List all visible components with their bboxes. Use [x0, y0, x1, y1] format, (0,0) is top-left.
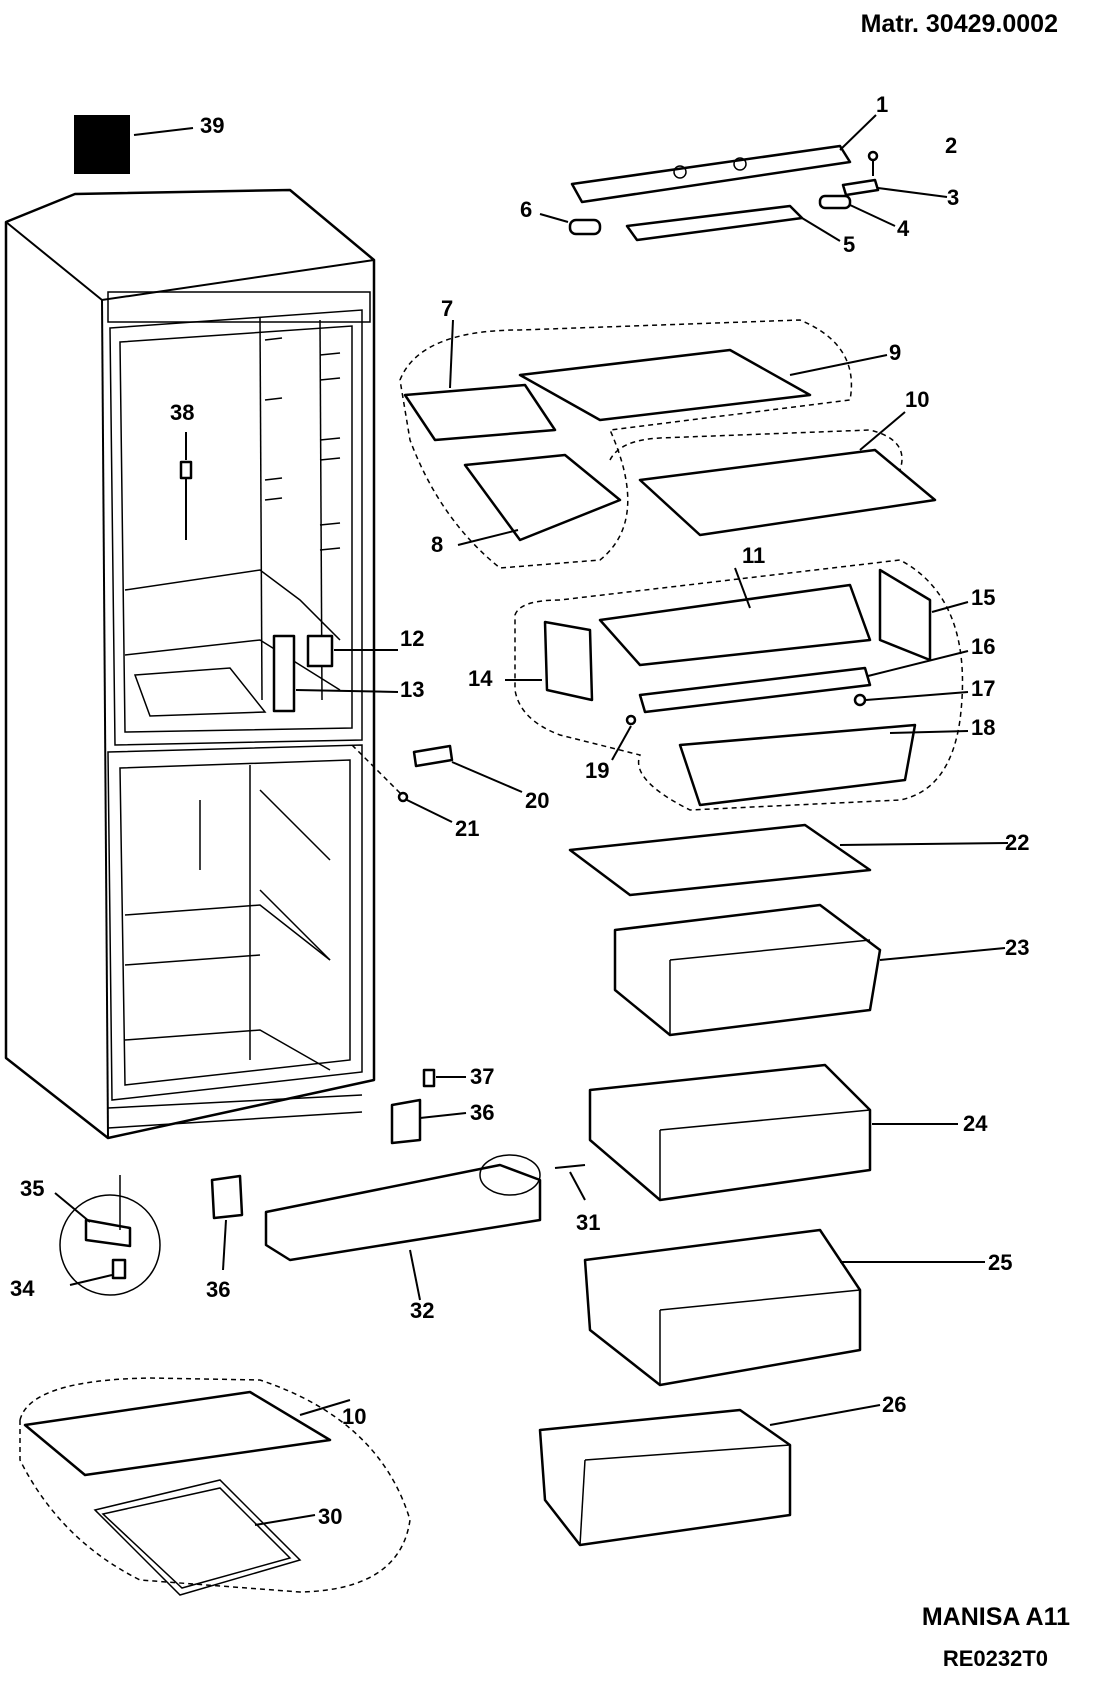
- callout-2: 2: [945, 133, 957, 158]
- callout-38: 38: [170, 400, 194, 425]
- part-25-drawer: [583, 1228, 985, 1387]
- callout-20: 20: [525, 788, 549, 813]
- part-37-pin: [422, 1068, 466, 1088]
- model-name: MANISA A11: [922, 1603, 1070, 1631]
- part-4-cover: [818, 194, 896, 227]
- callout-22: 22: [1005, 830, 1029, 855]
- shelf-rails: [264, 337, 341, 551]
- part-18-door-bin: [678, 723, 969, 807]
- part-6-lens: [539, 213, 602, 236]
- callout-36-upper: 36: [470, 1100, 494, 1125]
- part-24-drawer: [588, 1063, 958, 1202]
- callout-16: 16: [971, 634, 995, 659]
- part-34-adjustable-foot: [69, 1258, 127, 1286]
- shelf-10-outline: [609, 429, 903, 471]
- callout-1: 1: [876, 92, 888, 117]
- callout-labels: 1 2 3 4 5 6 7 8 9 10 11 12 13 14 15 16 1…: [10, 92, 1029, 1529]
- part-12-13-inserts: [272, 634, 399, 713]
- part-10-glass-shelf-upper: [638, 411, 937, 537]
- part-5-switch-board: [625, 204, 841, 242]
- callout-10-upper: 10: [905, 387, 929, 412]
- part-2-screw: [867, 150, 879, 176]
- part-23-drawer: [613, 903, 1006, 1037]
- part-32-bottom-tray: [264, 1154, 542, 1301]
- part-30-shelf-frame: [93, 1479, 316, 1596]
- part-35-hinge-detail: [54, 1175, 161, 1296]
- callout-8: 8: [431, 532, 443, 557]
- callout-6: 6: [520, 197, 532, 222]
- part-19-screw: [611, 714, 637, 761]
- group-10-30-outline: [19, 1377, 411, 1593]
- callout-37: 37: [470, 1064, 494, 1089]
- callout-23: 23: [1005, 935, 1029, 960]
- callout-7: 7: [441, 296, 453, 321]
- callout-13: 13: [400, 677, 424, 702]
- part-36-lower-hinge: [210, 1174, 244, 1271]
- group-11-19-outline: [514, 559, 964, 811]
- part-38-probe: [179, 432, 193, 540]
- part-36-upper-hinge: [390, 1098, 467, 1145]
- part-1-control-panel: [570, 114, 877, 204]
- callout-36-lower: 36: [206, 1277, 230, 1302]
- callout-10-lower: 10: [342, 1404, 366, 1429]
- part-8-tray: [457, 453, 622, 546]
- part-26-drawer: [538, 1404, 881, 1547]
- callout-3: 3: [947, 185, 959, 210]
- part-39-label-plate: [74, 115, 194, 174]
- part-17-knob: [853, 691, 969, 707]
- part-14-side-clip: [505, 620, 594, 702]
- drawing-code: RE0232T0: [943, 1646, 1048, 1671]
- callout-24: 24: [963, 1111, 988, 1136]
- callout-31: 31: [576, 1210, 600, 1235]
- callout-30: 30: [318, 1504, 342, 1529]
- callout-9: 9: [889, 340, 901, 365]
- callout-15: 15: [971, 585, 995, 610]
- part-10-glass-shelf-lower: [23, 1390, 351, 1477]
- callout-18: 18: [971, 715, 995, 740]
- part-9-glass-shelf: [518, 348, 888, 422]
- callout-32: 32: [410, 1298, 434, 1323]
- callout-14: 14: [468, 666, 493, 691]
- material-number: Matr. 30429.0002: [861, 10, 1058, 38]
- callout-17: 17: [971, 676, 995, 701]
- group-7-8-9-outline: [399, 319, 853, 569]
- callout-26: 26: [882, 1392, 906, 1417]
- part-11-door-shelf: [598, 567, 872, 667]
- part-3-bracket: [841, 178, 948, 198]
- callout-21: 21: [455, 816, 479, 841]
- callout-39: 39: [200, 113, 224, 138]
- part-20-hinge: [412, 744, 523, 793]
- callout-12: 12: [400, 626, 424, 651]
- callout-25: 25: [988, 1250, 1012, 1275]
- callout-19: 19: [585, 758, 609, 783]
- part-31-spring: [554, 1164, 586, 1201]
- part-15-side-clip: [878, 568, 969, 662]
- part-16-bar: [638, 650, 969, 714]
- callout-4: 4: [897, 216, 910, 241]
- part-7-shelf-front: [403, 319, 557, 442]
- part-22-glass-plate: [568, 823, 1009, 897]
- callout-34: 34: [10, 1276, 35, 1301]
- refrigerator-cabinet: [4, 188, 376, 1140]
- callout-5: 5: [843, 232, 855, 257]
- callout-11: 11: [742, 543, 765, 568]
- part-21-pin: [351, 744, 453, 823]
- callout-35: 35: [20, 1176, 44, 1201]
